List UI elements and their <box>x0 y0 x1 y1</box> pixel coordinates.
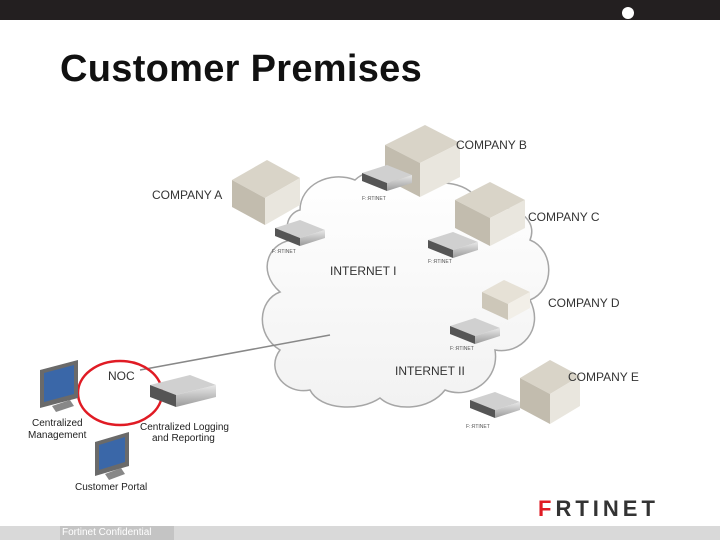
building-icon <box>455 182 525 246</box>
top-bar <box>0 0 720 20</box>
device-brand-label: F::RTINET <box>362 196 386 202</box>
label-centralized-management-line1: Centralized <box>32 418 83 429</box>
firewall-device-icon <box>362 165 412 191</box>
label-internet-2: INTERNET II <box>395 364 465 378</box>
label-company-a: COMPANY A <box>152 188 223 202</box>
building-icon <box>482 280 530 320</box>
firewall-device-icon <box>428 232 478 258</box>
firewall-device-icon <box>275 220 325 246</box>
building-icon <box>232 160 300 225</box>
label-company-e: COMPANY E <box>568 370 639 384</box>
logo-mark: F <box>538 496 556 521</box>
page-title: Customer Premises <box>60 48 423 90</box>
label-company-d: COMPANY D <box>548 296 620 310</box>
label-noc: NOC <box>108 369 135 383</box>
device-brand-label: F::RTINET <box>450 346 474 352</box>
top-bar-dot <box>622 7 634 19</box>
firewall-device-icon <box>450 318 500 344</box>
monitor-icon <box>40 360 78 412</box>
device-brand-label: F::RTINET <box>428 259 452 265</box>
server-device-icon <box>150 375 216 407</box>
noc-link <box>139 334 331 371</box>
label-customer-portal: Customer Portal <box>75 482 148 493</box>
logo-rest: RTINET <box>555 496 659 521</box>
label-centralized-logging-line1: Centralized Logging <box>140 422 229 433</box>
label-centralized-logging-line2: and Reporting <box>152 433 215 444</box>
building-icon <box>385 125 460 197</box>
building-icon <box>520 360 580 424</box>
label-company-c: COMPANY C <box>528 210 600 224</box>
footer-confidential: Fortinet Confidential <box>60 526 174 540</box>
device-brand-label: F::RTINET <box>272 249 296 255</box>
label-centralized-management-line2: Management <box>28 430 87 441</box>
footer-bar: Fortinet Confidential <box>0 526 720 540</box>
firewall-device-icon <box>470 392 520 418</box>
fortinet-logo: FRTINET <box>538 496 659 522</box>
label-company-b: COMPANY B <box>456 138 527 152</box>
device-brand-label: F::RTINET <box>466 424 490 430</box>
monitor-icon <box>95 432 129 480</box>
label-internet-1: INTERNET I <box>330 264 397 278</box>
